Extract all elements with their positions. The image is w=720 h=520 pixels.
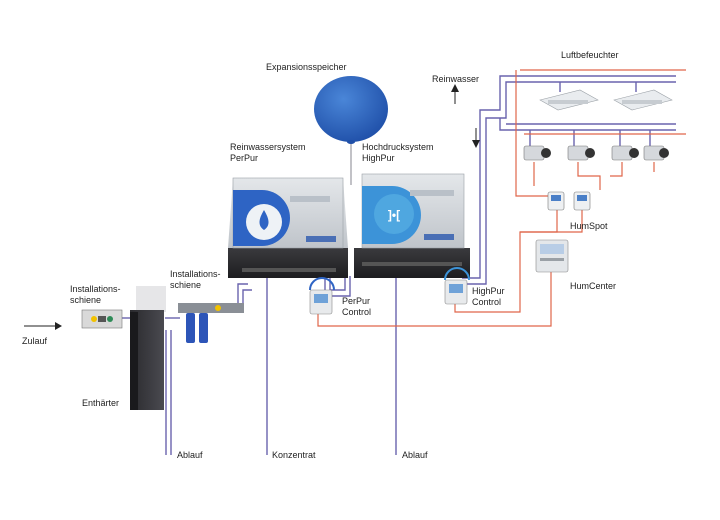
- drop-icon: [259, 210, 269, 230]
- pipe-reinwasser-main: [462, 75, 676, 279]
- label-installationsschiene-mid-1: Installations-: [170, 269, 221, 279]
- rail-left-valve-1: [91, 316, 97, 322]
- humidifier-2: [613, 89, 673, 111]
- label-installationsschiene-left-1: Installations-: [70, 284, 121, 294]
- filter-2: [199, 313, 208, 343]
- humidifier-1: [539, 89, 599, 111]
- humcenter-buttons: [540, 258, 564, 261]
- cable-n2: [577, 162, 601, 190]
- label-installationsschiene-mid-2: schiene: [170, 280, 201, 290]
- nozzle-unit-2-fan: [585, 148, 595, 158]
- rail-left-fitting: [98, 316, 106, 322]
- label-luftbefeuchter: Luftbefeuchter: [561, 50, 619, 60]
- label-hochdrucksystem: Hochdrucksystem: [362, 142, 434, 152]
- humcenter: [535, 239, 569, 273]
- label-reinwassersystem: Reinwassersystem: [230, 142, 306, 152]
- cable-humspot-feed: [515, 70, 548, 197]
- label-expansionsspeicher: Expansionsspeicher: [266, 62, 347, 72]
- cable-highpur-humspot: [454, 210, 558, 313]
- installation-rail-mid: [178, 303, 244, 343]
- pipe-reinwasser-main-b: [466, 81, 676, 285]
- expansion-tank: [314, 76, 388, 144]
- pipe-rail2-perpur-b: [242, 289, 252, 305]
- pipes: [24, 75, 676, 455]
- label-ablauf-2: Ablauf: [402, 450, 428, 460]
- installation-rail-left: [81, 309, 123, 329]
- rail-mid-bar: [178, 303, 244, 313]
- reinwasser-arrow-up-head: [451, 84, 459, 92]
- perpur-unit: [228, 177, 348, 278]
- highpur-control: [444, 267, 470, 305]
- nozzle-unit-4-fan: [659, 148, 669, 158]
- perpur-control: [309, 277, 335, 315]
- highpur-control-screen: [449, 284, 463, 293]
- perpur-brand-plate: [290, 196, 330, 202]
- cable-n3: [610, 162, 623, 177]
- highpur-control-arc: [444, 267, 470, 281]
- pipe-nozzle-rail: [499, 118, 676, 131]
- humidifier-1-edge: [548, 100, 588, 104]
- nozzle-units: [523, 145, 669, 161]
- label-humcenter: HumCenter: [570, 281, 616, 291]
- label-highpur-control-1: HighPur: [472, 286, 505, 296]
- highpur-unit: ]•[: [354, 173, 470, 278]
- pipe-rail2-perpur: [237, 283, 248, 305]
- rail-left-valve-2: [107, 316, 113, 322]
- expansion-tank-body: [314, 76, 388, 142]
- rail-mid-valve: [215, 305, 221, 311]
- perpur-control-screen: [314, 294, 328, 303]
- perpur-base-slot: [242, 268, 336, 272]
- highpur-brand-plate: [410, 190, 454, 196]
- pipe-perpur-highpur-b: [329, 276, 346, 291]
- humspot-sensor-2-screen: [577, 195, 587, 201]
- humcenter-screen: [540, 244, 564, 254]
- nozzle-unit-3-fan: [629, 148, 639, 158]
- label-ablauf-1: Ablauf: [177, 450, 203, 460]
- pipe-perpur-highpur: [324, 276, 351, 297]
- label-installationsschiene-left-2: schiene: [70, 295, 101, 305]
- label-zulauf: Zulauf: [22, 336, 48, 346]
- cable-humspot-2: [520, 210, 583, 233]
- humidifier-2-edge: [622, 100, 662, 104]
- reinwasser-arrow-down-head: [472, 140, 480, 148]
- softener-top: [136, 286, 166, 312]
- highpur-badge: [424, 234, 454, 240]
- labels: Expansionsspeicher Reinwasser Luftbefeuc…: [22, 50, 619, 460]
- highpur-logo-circle: [374, 194, 414, 234]
- label-enthaerter: Enthärter: [82, 398, 119, 408]
- perpur-control-arc: [309, 277, 335, 291]
- label-highpur-control-2: Control: [472, 297, 501, 307]
- label-perpur-control-1: PerPur: [342, 296, 370, 306]
- filter-1: [186, 313, 195, 343]
- nozzle-unit-1-fan: [541, 148, 551, 158]
- label-reinwasser: Reinwasser: [432, 74, 479, 84]
- label-reinwassersystem-perpur: PerPur: [230, 153, 258, 163]
- highpur-symbol-icon: ]•[: [388, 208, 400, 222]
- label-hochdrucksystem-highpur: HighPur: [362, 153, 395, 163]
- label-konzentrat: Konzentrat: [272, 450, 316, 460]
- humspot-sensors: [547, 191, 591, 211]
- humspot-sensor-1-screen: [551, 195, 561, 201]
- perpur-badge: [306, 236, 336, 242]
- expansion-tank-fitting: [347, 140, 355, 144]
- label-perpur-control-2: Control: [342, 307, 371, 317]
- control-cables: [317, 69, 686, 327]
- highpur-base-slot: [362, 262, 462, 266]
- cable-perpur-humcenter: [317, 270, 552, 327]
- softener-side: [130, 312, 138, 410]
- water-softener: [130, 286, 166, 410]
- label-humspot: HumSpot: [570, 221, 608, 231]
- perpur-base: [228, 248, 348, 278]
- zulauf-arrow-head: [55, 322, 62, 330]
